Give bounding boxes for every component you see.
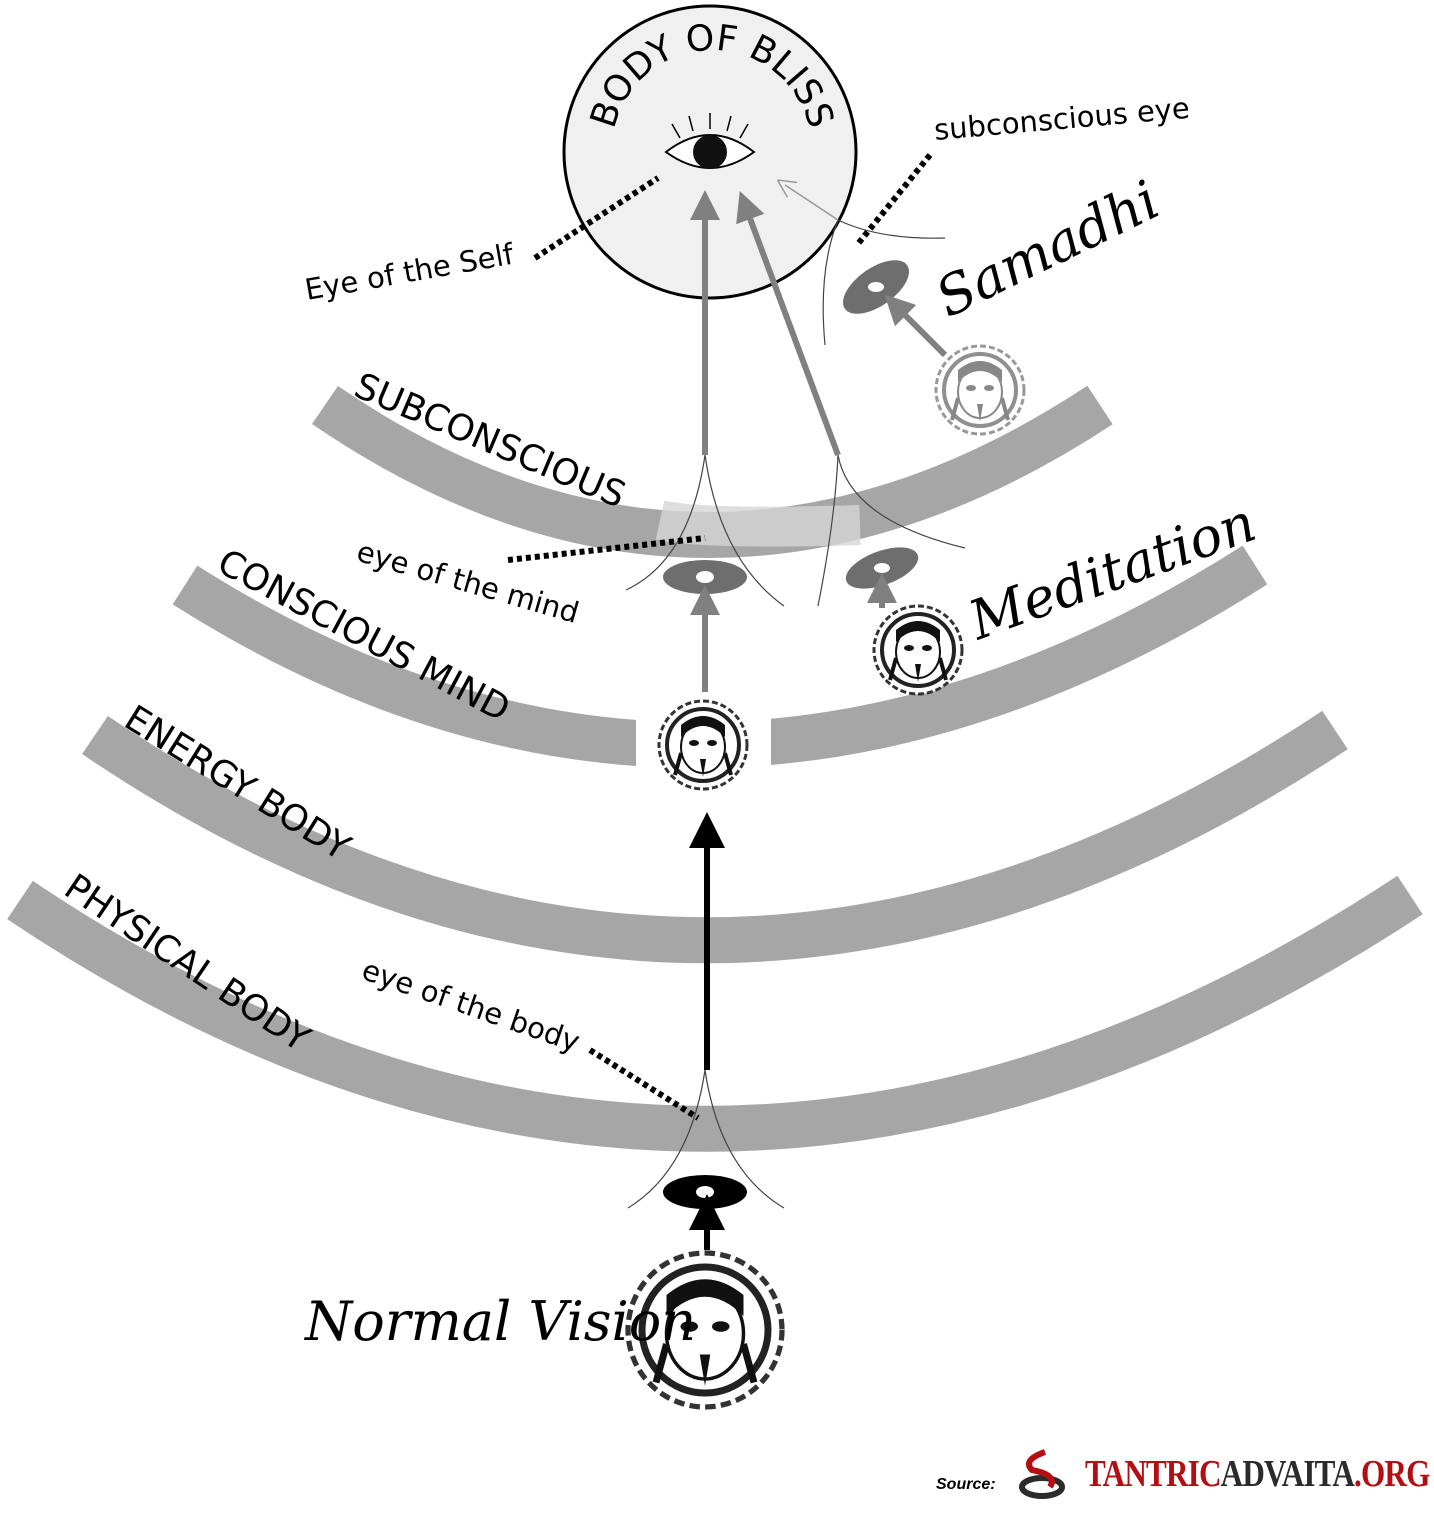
kali-icon-mind bbox=[657, 699, 749, 791]
samadhi-eye-icon bbox=[843, 260, 909, 314]
arrow-subconscious-to-self bbox=[785, 185, 839, 221]
samadhi-label: Samadhi bbox=[926, 168, 1169, 329]
eye-of-mind-icon bbox=[663, 560, 747, 594]
physical-body-band bbox=[7, 875, 1423, 1152]
logo-part-org: .ORG bbox=[1354, 1453, 1430, 1495]
eye-of-mind-label: eye of the mind bbox=[353, 534, 583, 630]
arrow-meditation-to-self bbox=[736, 190, 841, 457]
kali-icon-meditation bbox=[872, 604, 964, 696]
kali-icon-samadhi bbox=[934, 344, 1026, 436]
leader-eye-of-mind bbox=[507, 535, 706, 563]
leader-eye-of-body bbox=[588, 1047, 700, 1121]
eye-of-body-icon bbox=[663, 1175, 747, 1209]
eye-of-body-label: eye of the body bbox=[358, 952, 584, 1058]
tantric-advaita-logo-icon bbox=[1019, 1449, 1065, 1499]
source-label: Source: bbox=[936, 1476, 996, 1493]
leader-subconscious-eye bbox=[854, 153, 933, 247]
logo-part-advaita: ADVAITA bbox=[1220, 1453, 1355, 1495]
arrow-samadhi-kali-to-eye bbox=[884, 294, 948, 358]
normal-vision-label: Normal Vision bbox=[303, 1290, 696, 1353]
eye-of-self-label: Eye of the Self bbox=[302, 237, 517, 307]
logo-part-tantric: TANTRIC bbox=[1085, 1453, 1221, 1495]
eye-of-self-icon bbox=[664, 113, 756, 169]
tantric-advaita-logo[interactable]: TANTRICADVAITA.ORG bbox=[1085, 1452, 1430, 1496]
subconscious-eye-label: subconscious eye bbox=[933, 91, 1191, 147]
meditation-eye-icon bbox=[845, 547, 919, 589]
leader-eye-of-self bbox=[533, 175, 660, 261]
